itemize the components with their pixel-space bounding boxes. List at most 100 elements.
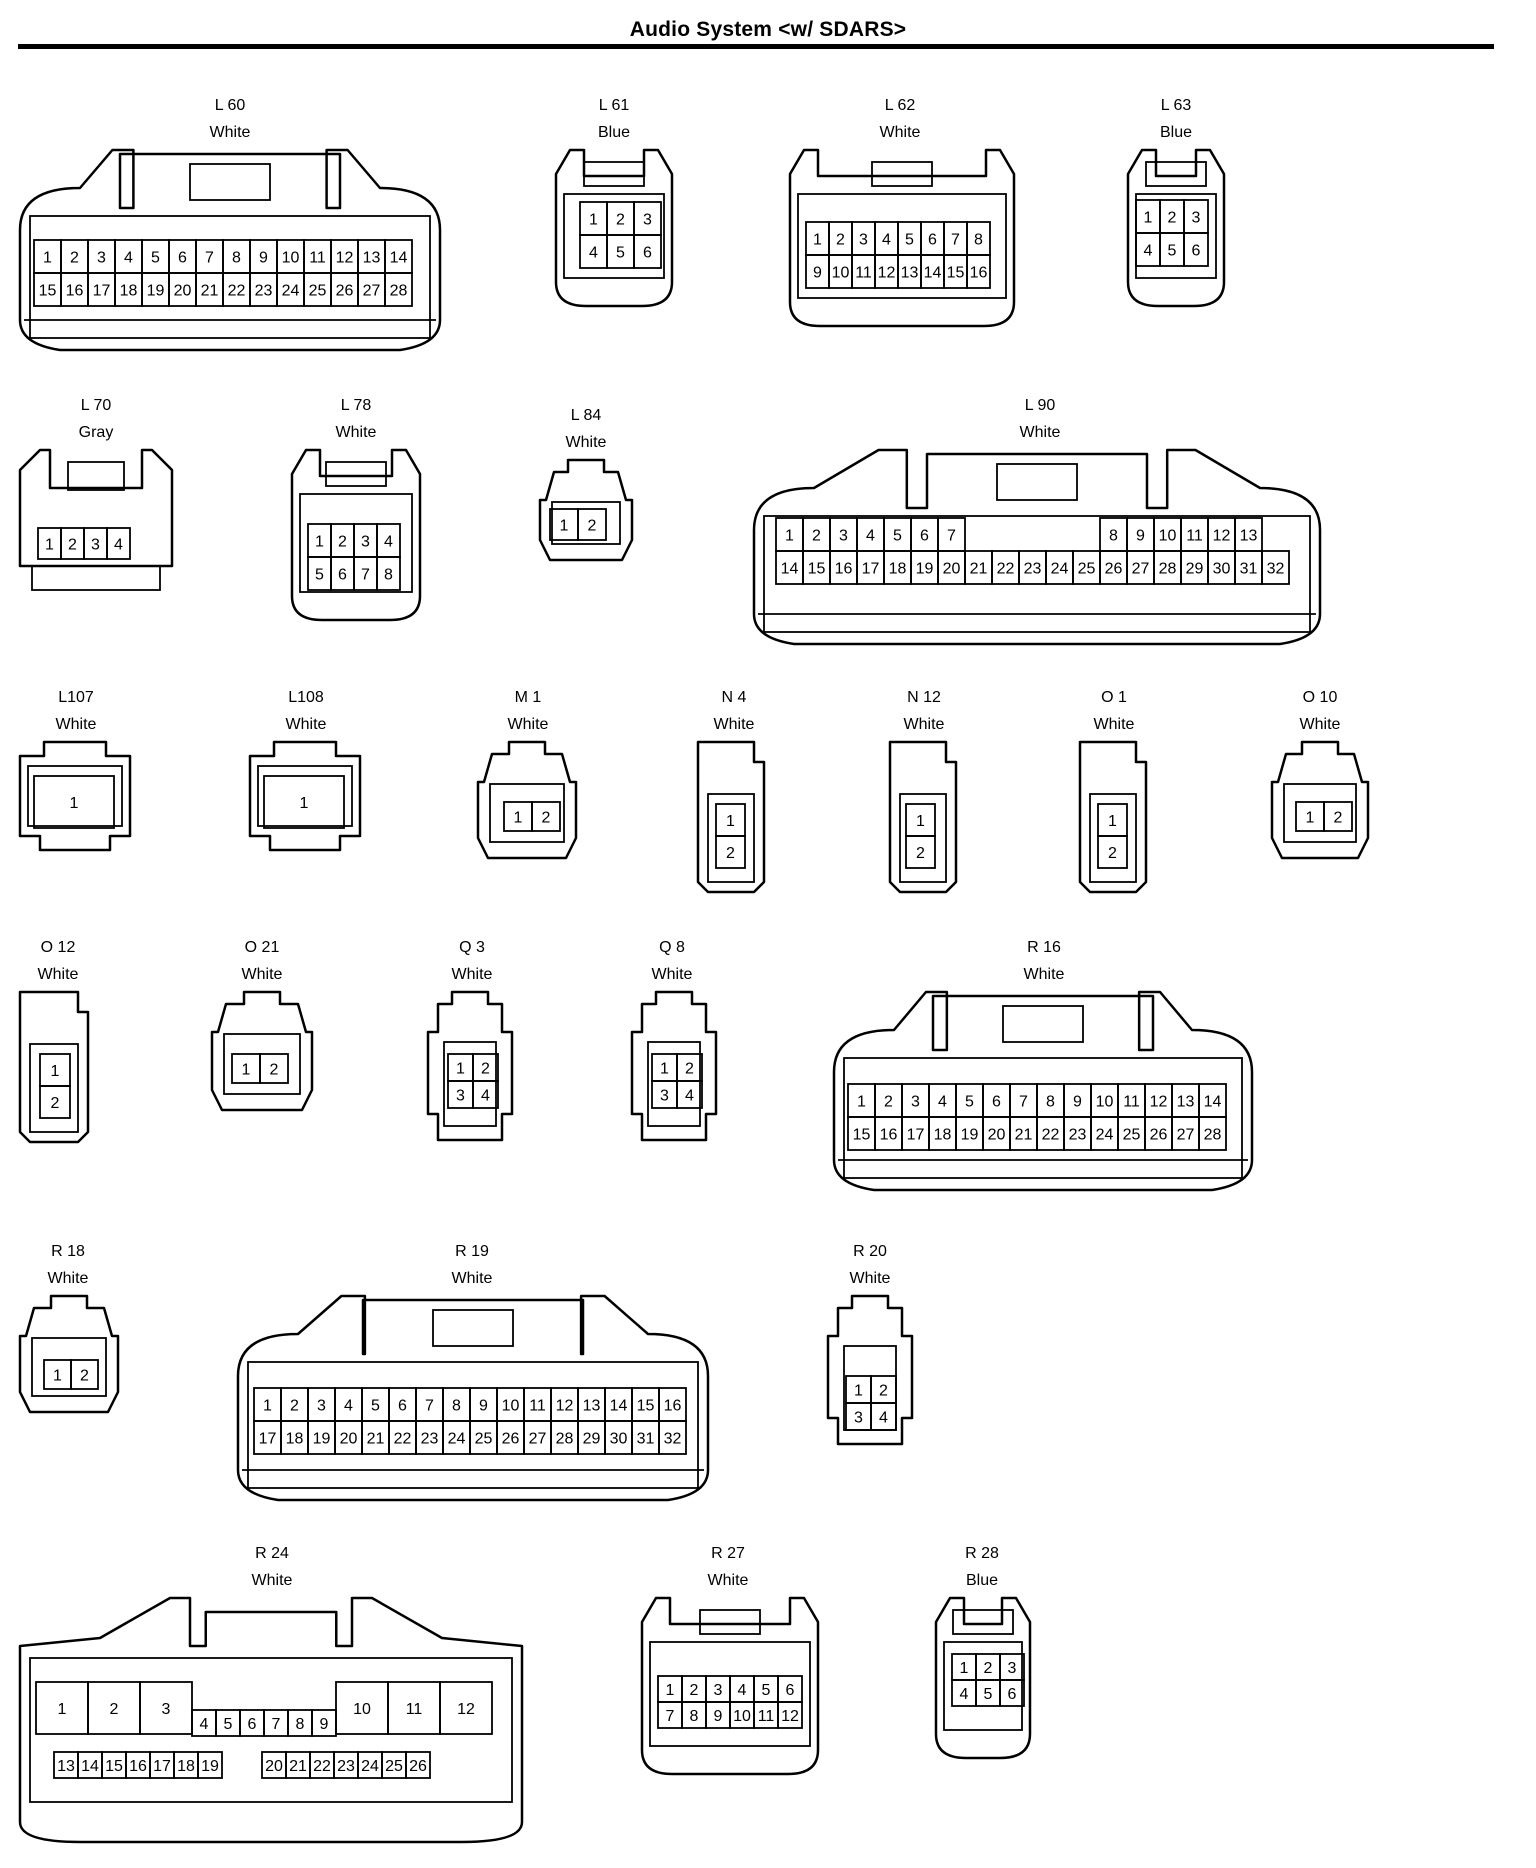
pin-number: 23 xyxy=(421,1431,439,1448)
pin-cell xyxy=(676,1080,703,1109)
connector-housing-l60 xyxy=(18,148,442,352)
pin-number: 10 xyxy=(353,1701,371,1718)
pin-number: 2 xyxy=(879,1383,888,1400)
connector-housing-l63 xyxy=(1126,148,1226,308)
pin-number: 24 xyxy=(361,1758,379,1775)
pin-number: 1 xyxy=(854,1383,863,1400)
connector-color-label: White xyxy=(714,716,755,733)
pin-number: 2 xyxy=(588,518,597,535)
pin-number: 2 xyxy=(1168,210,1177,227)
pin-number: 6 xyxy=(248,1716,257,1733)
pin-number: 8 xyxy=(1046,1094,1055,1111)
pin-number: 2 xyxy=(290,1398,299,1415)
pin-cell xyxy=(577,508,607,541)
pin-number: 7 xyxy=(951,232,960,249)
pin-number: 1 xyxy=(315,534,324,551)
pin-number: 19 xyxy=(201,1758,219,1775)
pin-cell xyxy=(966,254,991,289)
pin-number: 4 xyxy=(481,1088,490,1105)
connector-id-label: M 1 xyxy=(515,689,542,706)
connector-color-label: Blue xyxy=(598,124,630,141)
connector-id-label: R 18 xyxy=(51,1243,85,1260)
pin-number: 20 xyxy=(265,1758,283,1775)
pin-number: 27 xyxy=(1177,1127,1195,1144)
pin-number: 26 xyxy=(1150,1127,1168,1144)
pin-number: 9 xyxy=(259,250,268,267)
pin-number: 14 xyxy=(81,1758,99,1775)
pin-number: 30 xyxy=(610,1431,628,1448)
pin-number: 1 xyxy=(1108,813,1117,830)
pin-number: 11 xyxy=(529,1398,546,1415)
pin-number: 1 xyxy=(666,1682,675,1699)
pin-number: 2 xyxy=(916,845,925,862)
connector-id-label: O 1 xyxy=(1101,689,1127,706)
pin-number: 7 xyxy=(425,1398,434,1415)
pin-number: 21 xyxy=(1015,1127,1033,1144)
connector-id-label: L 62 xyxy=(885,97,916,114)
connector-housing-r24 xyxy=(18,1596,524,1844)
connector-housing-n4 xyxy=(696,740,766,894)
pin-number: 6 xyxy=(928,232,937,249)
pin-number: 10 xyxy=(832,265,850,282)
connector-housing-r28 xyxy=(934,1596,1032,1760)
pin-number: 26 xyxy=(409,1758,427,1775)
pin-number: 13 xyxy=(363,250,381,267)
pin-number: 17 xyxy=(862,561,880,578)
pin-number: 2 xyxy=(51,1095,60,1112)
pin-number: 11 xyxy=(855,265,872,282)
pin-number: 29 xyxy=(583,1431,601,1448)
pin-number: 26 xyxy=(502,1431,520,1448)
pin-number: 5 xyxy=(224,1716,233,1733)
pin-number: 15 xyxy=(808,561,826,578)
connector-id-label: Q 8 xyxy=(659,939,685,956)
pin-cell xyxy=(1097,835,1128,869)
pin-number: 8 xyxy=(296,1716,305,1733)
pin-number: 24 xyxy=(1051,561,1069,578)
pin-number: 1 xyxy=(857,1094,866,1111)
pin-number: 5 xyxy=(315,567,324,584)
pin-number: 1 xyxy=(51,1063,60,1080)
connector-color-label: White xyxy=(210,124,251,141)
pin-number: 15 xyxy=(637,1398,655,1415)
pin-number: 11 xyxy=(1123,1094,1140,1111)
pin-number: 1 xyxy=(300,795,309,812)
pin-number: 8 xyxy=(974,232,983,249)
pin-number: 13 xyxy=(583,1398,601,1415)
pin-number: 1 xyxy=(960,1660,969,1677)
pin-number: 21 xyxy=(367,1431,385,1448)
pin-cell xyxy=(1183,232,1209,267)
pin-number: 7 xyxy=(666,1708,675,1725)
connector-housing-o1 xyxy=(1078,740,1148,894)
connector-id-label: N 12 xyxy=(907,689,941,706)
connector-id-label: O 21 xyxy=(245,939,280,956)
pin-number: 1 xyxy=(263,1398,272,1415)
pin-number: 16 xyxy=(880,1127,898,1144)
pin-number: 15 xyxy=(853,1127,871,1144)
pin-cell xyxy=(384,272,413,307)
pin-number: 11 xyxy=(309,250,326,267)
pin-number: 31 xyxy=(1240,561,1258,578)
pin-number: 9 xyxy=(1136,528,1145,545)
pin-number: 18 xyxy=(889,561,907,578)
pin-number: 4 xyxy=(114,537,123,554)
pin-number: 15 xyxy=(39,283,57,300)
pin-number: 2 xyxy=(984,1660,993,1677)
pin-number: 19 xyxy=(147,283,165,300)
pin-number: 15 xyxy=(105,1758,123,1775)
connector-id-label: L 60 xyxy=(215,97,246,114)
pin-number: 30 xyxy=(1213,561,1231,578)
pin-number: 2 xyxy=(836,232,845,249)
pin-number: 3 xyxy=(456,1088,465,1105)
pin-number: 4 xyxy=(589,245,598,262)
pin-number: 27 xyxy=(363,283,381,300)
connector-color-label: White xyxy=(452,1270,493,1287)
pin-number: 16 xyxy=(129,1758,147,1775)
pin-number: 1 xyxy=(785,528,794,545)
pin-number: 7 xyxy=(272,1716,281,1733)
pin-cell xyxy=(106,527,131,560)
pin-number: 32 xyxy=(664,1431,682,1448)
pin-number: 3 xyxy=(911,1094,920,1111)
connector-id-label: Q 3 xyxy=(459,939,485,956)
pin-number: 18 xyxy=(286,1431,304,1448)
